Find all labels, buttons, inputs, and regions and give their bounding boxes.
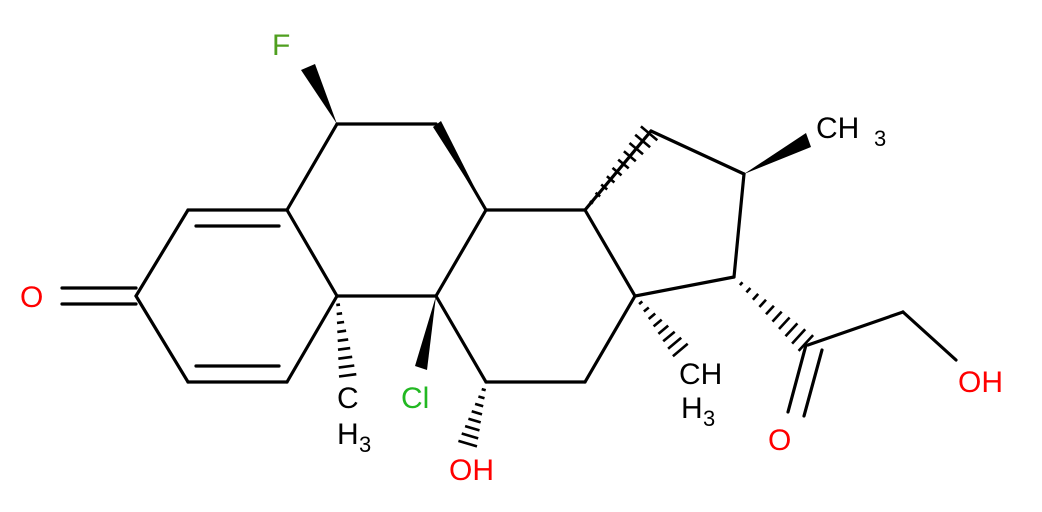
bond-c2-c3 [134, 294, 190, 384]
hash-c14-c15-stroke [617, 158, 630, 170]
bond-c10-c1 [285, 294, 339, 384]
bond-c14-c15 [583, 129, 653, 212]
hash-c17-c20-stroke [778, 316, 791, 330]
hash-c17-c20-stroke [797, 334, 815, 352]
hash-c10-methyl-stroke [336, 303, 341, 307]
hash-c14-c15-stroke [611, 166, 623, 177]
hash-c14-c15-stroke [589, 200, 594, 205]
hash-c13-methyl-stroke [667, 336, 683, 350]
hash-c14-c15-stroke [594, 191, 601, 198]
hash-c13-methyl-stroke [672, 342, 689, 358]
hydroxyl-c11-label: OH [449, 454, 494, 487]
hash-c14-c15-stroke [600, 183, 609, 191]
bond-c5-c10 [285, 208, 339, 298]
hash-c14-c15-stroke [606, 175, 616, 184]
hash-c13-methyl-stroke [643, 306, 650, 313]
hash-c17-c20-stroke [765, 304, 775, 316]
methyl-c16-label: CH [816, 112, 859, 145]
bond-c5-c6 [285, 122, 339, 212]
methyl-c16-sub-label: 3 [874, 126, 886, 151]
hash-c11-oh-stroke [458, 439, 478, 448]
hash-c10-methyl-stroke [338, 355, 353, 360]
hash-c10-methyl-stroke [338, 372, 357, 378]
hash-c11-oh-stroke [474, 402, 484, 408]
wedge-c8-c7 [433, 121, 486, 210]
wedge-c6-f [301, 64, 337, 124]
hash-c10-methyl-stroke [337, 329, 347, 334]
hash-c13-methyl-stroke [638, 300, 644, 306]
hash-c17-c20-stroke [751, 293, 760, 301]
hash-c13-methyl-stroke [652, 318, 663, 328]
fluorine-label: F [272, 29, 290, 62]
hash-c10-methyl-stroke [337, 338, 349, 343]
hash-c17-c20-stroke [738, 281, 744, 286]
hash-c14-c15-stroke [634, 133, 651, 149]
hash-c17-c20-stroke [745, 287, 752, 294]
methyl-c10-h-label: H [337, 418, 359, 451]
bond-c12-c13 [583, 294, 637, 384]
bond-c13-c14 [583, 208, 637, 298]
bond-c21-o [901, 310, 958, 362]
hash-c14-c15-stroke [628, 142, 644, 156]
bond-c17-c13 [633, 275, 736, 298]
bond-c20-c21 [806, 310, 905, 347]
hash-c11-oh-stroke [461, 432, 479, 440]
wedge-c9-cl [415, 296, 436, 370]
bond-c20-o-double [802, 348, 824, 418]
methyl-c13-label: CH [679, 358, 722, 391]
ketone-oxygen-side-chain-label: O [768, 424, 791, 457]
hash-c13-methyl-stroke [662, 330, 676, 343]
bond-c8-c9 [434, 208, 488, 298]
bond-c20-o [786, 343, 808, 414]
methyl-c10-c-label: C [337, 382, 359, 415]
hash-c11-oh-stroke [468, 417, 482, 424]
hash-c10-methyl-stroke [338, 364, 355, 369]
hash-c13-methyl-stroke [647, 312, 657, 320]
hash-c10-methyl-stroke [336, 320, 345, 325]
methyl-c10-sub-label: 3 [359, 432, 371, 457]
ketone-oxygen-left-label: O [20, 281, 43, 314]
bond-c3-c4 [134, 208, 190, 298]
hash-c11-oh-stroke [471, 410, 483, 416]
bond-c15-c16 [649, 129, 746, 176]
hydroxyl-side-chain-label: OH [958, 366, 1003, 399]
hash-c10-methyl-stroke [337, 346, 351, 351]
hash-c11-oh-stroke [464, 424, 480, 432]
wedge-c16-me [744, 133, 811, 174]
bond-c16-c17 [732, 172, 746, 279]
hash-c10-methyl-stroke [336, 312, 343, 316]
hash-c17-c20-stroke [758, 298, 767, 308]
hash-c13-methyl-stroke [657, 324, 670, 335]
hash-c17-c20-stroke [784, 322, 799, 338]
hash-c17-c20-stroke [791, 328, 807, 345]
bond-c9-c11 [434, 294, 488, 384]
hash-c14-c15-stroke [623, 150, 637, 163]
hash-c17-c20-stroke [771, 310, 783, 323]
hashed-bonds [336, 125, 815, 448]
hash-c11-oh-stroke [478, 395, 485, 400]
hash-c14-c15-stroke [640, 125, 659, 142]
chlorine-label: Cl [401, 382, 429, 415]
methyl-c13-sub-label: 3 [703, 406, 715, 431]
hash-c11-oh-stroke [481, 387, 487, 392]
methyl-c13-h-label: H [681, 392, 703, 425]
